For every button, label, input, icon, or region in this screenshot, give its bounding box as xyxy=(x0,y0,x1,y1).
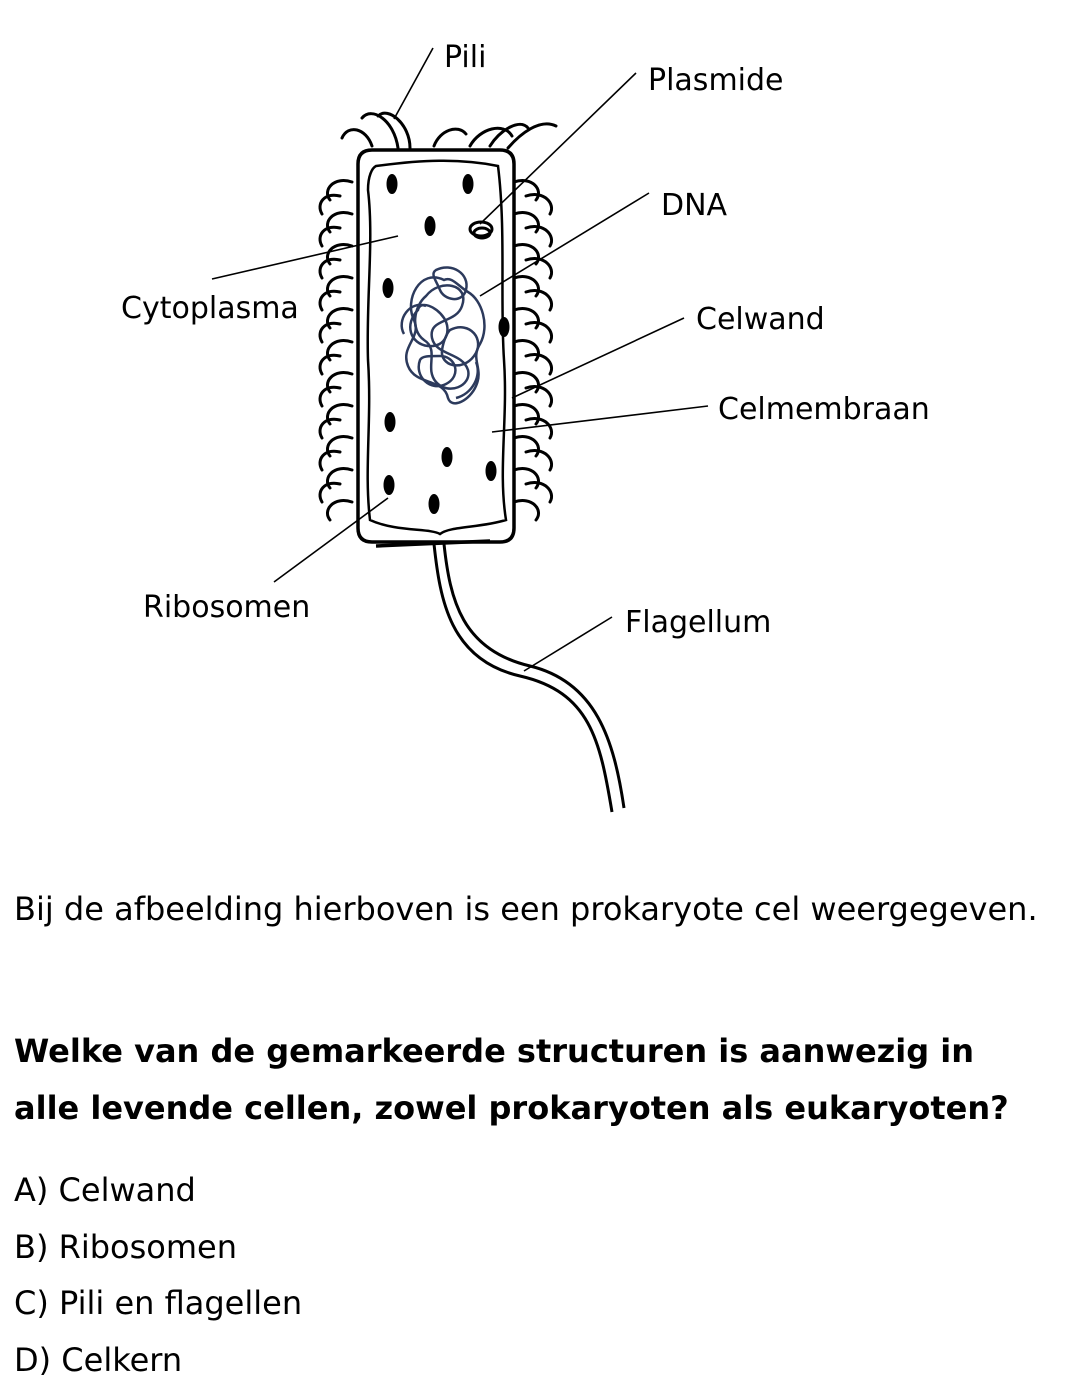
label-dna: DNA xyxy=(661,188,728,223)
pili-right xyxy=(512,179,553,522)
pili-top xyxy=(340,111,558,150)
dna-tangle xyxy=(400,266,486,405)
ribosomes xyxy=(382,174,510,514)
label-plasmide: Plasmide xyxy=(648,63,784,98)
cell-membrane-shape xyxy=(366,159,508,536)
label-pili: Pili xyxy=(444,40,486,75)
option-d[interactable]: D) Celkern xyxy=(14,1340,183,1379)
prokaryotic-cell-diagram: Pili Plasmide DNA Cytoplasma Celwand Cel… xyxy=(121,40,930,813)
cell-base-line xyxy=(375,539,491,548)
label-celwand: Celwand xyxy=(696,302,825,337)
label-cytoplasma: Cytoplasma xyxy=(121,291,299,326)
label-ribosomen: Ribosomen xyxy=(143,590,310,625)
option-c[interactable]: C) Pili en flagellen xyxy=(14,1284,303,1323)
option-a[interactable]: A) Celwand xyxy=(14,1171,196,1209)
pili-left xyxy=(318,179,354,522)
label-flagellum: Flagellum xyxy=(625,605,771,640)
flagellum xyxy=(432,543,626,813)
label-celmembraan: Celmembraan xyxy=(718,392,930,427)
intro-text: Bij de afbeelding hierboven is een proka… xyxy=(14,890,1038,928)
option-b[interactable]: B) Ribosomen xyxy=(14,1227,238,1266)
question-text: Welke van de gemarkeerde structuren is a… xyxy=(14,1032,1009,1127)
leader-lines xyxy=(211,47,709,672)
answer-options: A) Celwand B) Ribosomen C) Pili en flage… xyxy=(14,1162,302,1388)
